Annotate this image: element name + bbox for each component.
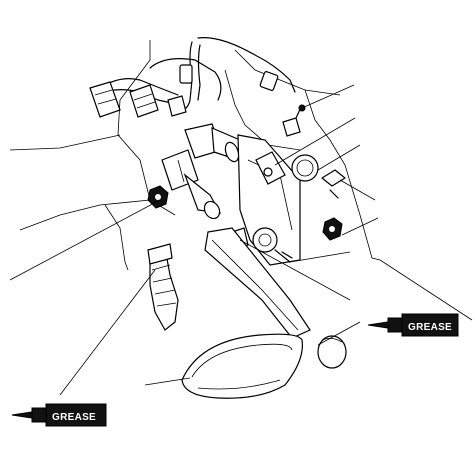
leader-pad (144, 377, 191, 386)
nut-right (322, 217, 343, 241)
grease-label: GREASE (52, 412, 96, 423)
leader-nut (341, 217, 379, 236)
callout-leaders (9, 84, 379, 396)
harness-clip (259, 71, 279, 91)
leader-nut-left (9, 199, 161, 281)
grease-label: GREASE (408, 322, 452, 333)
pivot-bushing (252, 227, 293, 263)
push-rod-boot (147, 243, 179, 331)
leader-clip (339, 179, 376, 201)
leader-bracket (274, 117, 356, 166)
wiring-harness (94, 37, 296, 113)
nut-left (147, 185, 169, 209)
pedal-pad (181, 333, 303, 399)
connector-small (167, 95, 187, 117)
bracket-tab (255, 151, 286, 185)
leader-pin (239, 239, 351, 301)
grease-gun-icon (11, 411, 33, 419)
grease-badge-right: GREASE (367, 313, 459, 337)
leader-bolt (301, 84, 355, 109)
leader-rod (59, 269, 156, 396)
connectors (89, 81, 187, 118)
bolt-upper (282, 104, 306, 137)
leader-stopper (317, 321, 361, 346)
cotter-clip (321, 169, 346, 199)
grease-badge-left: GREASE (11, 403, 107, 427)
clutch-switches (161, 123, 241, 220)
grease-gun-icon (367, 321, 389, 329)
pedal-bracket (237, 134, 301, 266)
leader-grommet (317, 144, 361, 171)
pedal-arm (204, 227, 311, 339)
grommet (291, 154, 319, 182)
harness-clip (179, 64, 193, 84)
connector-middle (129, 84, 159, 118)
pedal-stopper (317, 335, 347, 369)
connector-left (89, 81, 121, 118)
leader-bushing (289, 251, 351, 263)
